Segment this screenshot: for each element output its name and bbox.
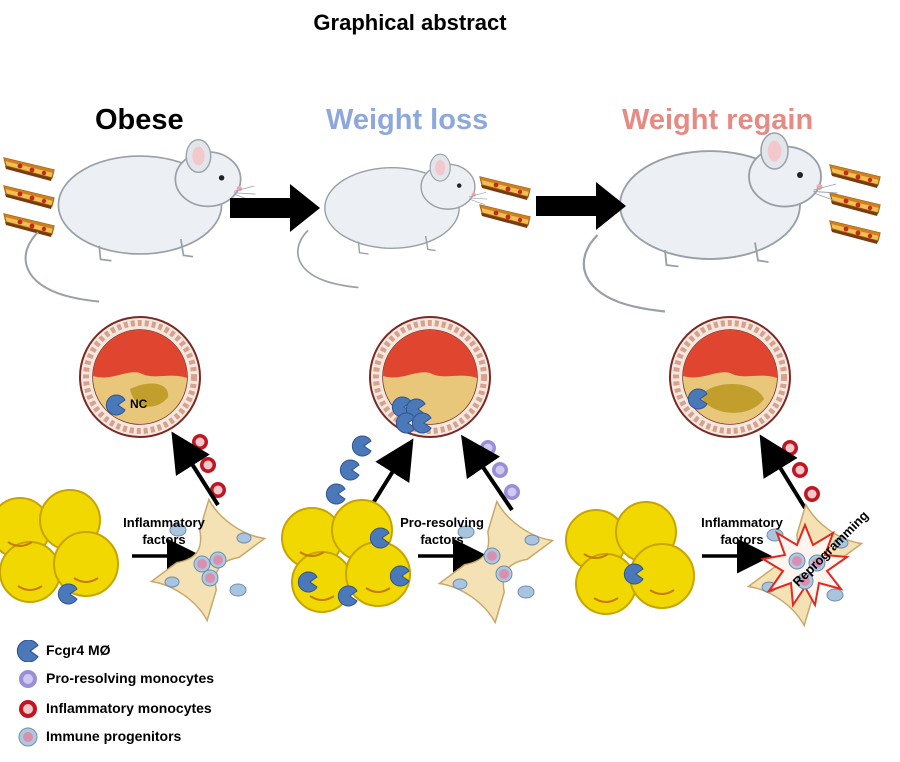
page-title: Graphical abstract [313, 10, 507, 35]
artery-plaque-weight-regain [670, 317, 790, 437]
legend-item-immune-progenitors: Immune progenitors [16, 726, 336, 748]
immune-progenitor-icon [18, 727, 38, 747]
legend-label: Fcgr4 MØ [46, 642, 111, 658]
legend-item-inflammatory-monocytes: Inflammatory monocytes [16, 698, 336, 720]
inflammatory-monocyte-icon [19, 700, 37, 718]
inflammatory-factors-label-2: Inflammatory factors [701, 515, 783, 547]
adipose-tissue-obese [0, 489, 119, 605]
transition-arrow-1 [230, 184, 320, 232]
legend-item-pro-resolving-monocytes: Pro-resolving monocytes [16, 668, 336, 690]
phase-label-weight-loss: Weight loss [326, 104, 489, 136]
up-arrow-4 [759, 434, 807, 510]
obese-mouse-icon [24, 138, 257, 303]
phase-label-weight-regain: Weight regain [622, 104, 814, 136]
artery-plaque-obese [80, 317, 200, 437]
artery-plaque-weight-loss [370, 317, 490, 437]
macrophage-icon [16, 640, 39, 662]
up-arrow-3 [461, 434, 514, 512]
weight-regain-mouse-icon [582, 131, 839, 313]
bone-marrow-weight-regain [747, 503, 863, 627]
legend: Fcgr4 MØ Pro-resolving monocytes Inflamm… [16, 640, 336, 752]
legend-label: Immune progenitors [46, 728, 182, 744]
transition-arrow-2 [536, 182, 626, 230]
adipose-tissue-weight-regain [565, 501, 695, 615]
legend-item-macrophage: Fcgr4 MØ [16, 640, 336, 662]
weight-loss-mouse-icon [296, 153, 489, 289]
inflammatory-factors-label-1: Inflammatory factors [123, 515, 205, 547]
phase-label-obese: Obese [95, 104, 184, 136]
pro-resolving-factors-label: Pro-resolving factors [400, 515, 484, 547]
pro-resolving-monocyte-icon [19, 670, 37, 688]
legend-label: Inflammatory monocytes [46, 700, 212, 716]
legend-label: Pro-resolving monocytes [46, 670, 215, 686]
up-arrow-1 [171, 431, 220, 507]
macrophage-icon [325, 435, 373, 505]
necrotic-core-label: NC [130, 397, 148, 411]
adipose-tissue-weight-loss [281, 499, 411, 613]
